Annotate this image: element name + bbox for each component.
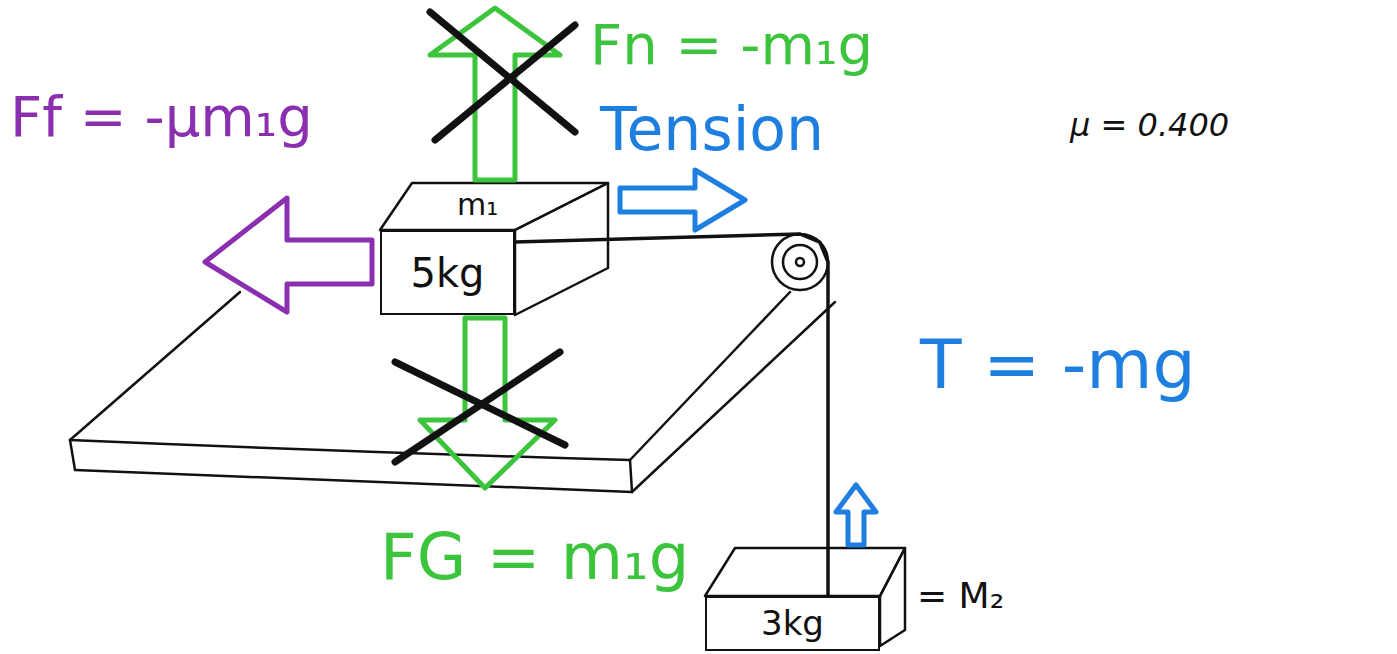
mass-name: = M₂ — [917, 576, 1004, 616]
mass-value: 3kg — [761, 605, 824, 642]
cross-out-mark — [395, 352, 560, 462]
pulley — [783, 245, 817, 279]
mass-value: 5kg — [410, 251, 484, 295]
table-edge — [70, 292, 240, 440]
force-label: Tension — [600, 96, 824, 162]
friction-force-arrow — [205, 198, 372, 312]
table-edge — [630, 292, 790, 460]
table-edge — [70, 440, 75, 470]
force-label: T = -mg — [920, 328, 1196, 403]
pulley-axle — [796, 258, 804, 266]
mass-name: m₁ — [457, 188, 498, 221]
block-top-face — [380, 183, 608, 230]
force-label: μ = 0.400 — [1070, 108, 1229, 143]
block-side-face — [880, 548, 905, 646]
table-edge — [70, 440, 630, 460]
block-top-face — [705, 548, 905, 596]
force-label: Fn = -m₁g — [590, 14, 873, 76]
force-label: FG = m₁g — [380, 522, 689, 592]
force-label: Ff = -μm₁g — [10, 86, 313, 148]
table-edge — [632, 302, 835, 492]
mass-block: m₁5kg — [380, 230, 515, 315]
mass-block: 3kg= M₂ — [705, 596, 880, 651]
block-side-face — [515, 183, 608, 315]
tension-arrow — [836, 485, 876, 545]
cross-out-mark — [435, 25, 575, 140]
table-edge — [75, 470, 632, 492]
table-edge — [630, 460, 632, 492]
tension-arrow — [620, 170, 745, 230]
cross-out-mark — [430, 12, 575, 132]
